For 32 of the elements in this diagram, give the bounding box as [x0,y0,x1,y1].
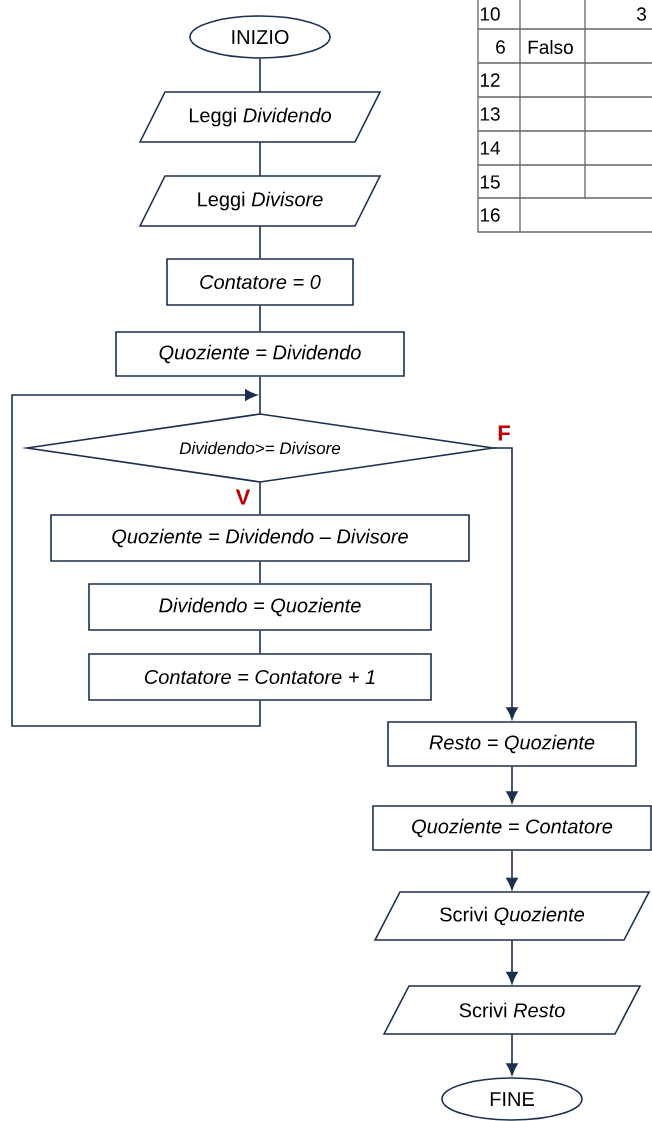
edge-label: F [498,425,510,441]
connector-line [259,141,261,177]
table-cell: 13 [480,107,500,121]
table-cell: 6 [496,40,505,54]
arrow [506,1033,518,1076]
arrow [506,850,518,890]
connector-line [259,376,261,415]
connector-line [259,225,261,259]
arrow [506,939,518,984]
arrow [492,447,518,720]
process-box: Quoziente = Contatore [372,805,652,851]
process-box: Contatore = Contatore + 1 [88,653,432,701]
connector-line [259,561,261,584]
edge-label: V [235,489,251,505]
arrow [506,766,518,804]
table-cell: 16 [480,208,500,222]
process-box: Quoziente = Dividendo – Divisore [50,514,470,562]
table-cell: 3 [636,7,646,21]
table-cell: 10 [480,7,500,21]
process-box: Quoziente = Dividendo [115,331,405,377]
table-cell: Falso [528,40,573,54]
connector-line [259,630,261,654]
process-box: Resto = Quoziente [387,721,637,767]
connector-line [259,58,261,93]
connector-line [259,305,261,332]
table-cell: 15 [480,175,500,189]
table-cell: 12 [480,73,500,87]
arrow [11,389,261,727]
process-box: Contatore = 0 [166,258,354,306]
connector-line [259,481,261,515]
table-cell: 14 [480,141,500,155]
process-box: Dividendo = Quoziente [88,583,432,631]
